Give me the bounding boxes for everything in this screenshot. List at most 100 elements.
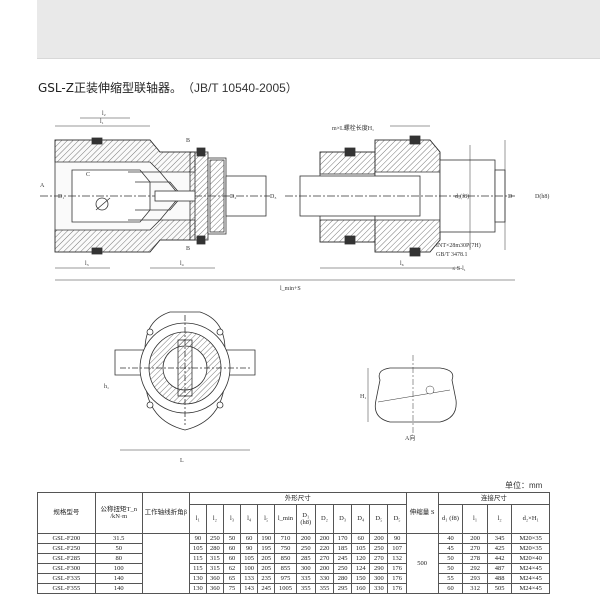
cell-dim-6: 355 [295, 583, 316, 594]
header-dim-1: l₂ [205, 504, 224, 534]
label-l4: l₄ [180, 261, 184, 267]
cell-torque: 50 [94, 543, 143, 554]
cell-conn-3: M24×45 [511, 573, 550, 584]
cell-torque: 140 [94, 573, 143, 584]
label-b-bottom: B [186, 246, 190, 252]
header-stroke: 伸缩量 S [405, 492, 439, 534]
label-h1-right: H₁ [360, 394, 366, 400]
header-conn-1: l₁ [462, 504, 488, 534]
cell-model: GSL-F285 [37, 553, 96, 564]
cell-dim-2: 62 [222, 563, 242, 574]
cell-conn-0: 45 [437, 543, 464, 554]
cell-dim-1: 315 [205, 563, 224, 574]
cell-dim-7: 270 [314, 553, 335, 564]
cell-dim-5: 855 [274, 563, 297, 574]
cell-model: GSL-F250 [37, 543, 96, 554]
cell-conn-3: M24×45 [511, 583, 550, 594]
header-model: 规格型号 [37, 492, 96, 534]
cell-conn-2: 488 [486, 573, 513, 584]
cell-dim-5: 750 [274, 543, 297, 554]
cell-dim-6: 250 [295, 543, 316, 554]
cell-dim-4: 195 [257, 543, 276, 554]
cell-dim-1: 360 [205, 573, 224, 584]
cell-dim-4: 205 [257, 553, 276, 564]
label-spline-standard: GB/T 3478.1 [436, 252, 468, 258]
title-text: GSL-Z正装伸缩型联轴器。 [38, 81, 182, 95]
cell-stroke: 500 [405, 533, 439, 594]
cell-dim-2: 75 [222, 583, 242, 594]
cell-dim-2: 50 [222, 533, 242, 544]
standard-text: （JB/T 10540-2005） [187, 81, 298, 95]
cell-dim-4: 245 [257, 583, 276, 594]
cell-conn-1: 312 [462, 583, 488, 594]
label-b-top: B [186, 138, 190, 144]
cell-dim-8: 185 [333, 543, 353, 554]
cell-dim-10: 270 [369, 553, 389, 564]
header-dim-6: D₁ (h8) [295, 504, 316, 534]
cell-dim-7: 200 [314, 563, 335, 574]
header-conn-2: l₂ [486, 504, 513, 534]
cell-dim-3: 90 [240, 543, 259, 554]
label-d: D [508, 194, 513, 200]
cell-dim-9: 150 [351, 573, 371, 584]
cell-model: GSL-F335 [37, 573, 96, 584]
header-dim-8: D₃ [333, 504, 353, 534]
cell-dim-6: 200 [295, 533, 316, 544]
unit-label: 单位：mm [505, 481, 543, 490]
cell-dim-0: 130 [188, 573, 207, 584]
cell-dim-6: 335 [295, 573, 316, 584]
cell-dim-11: 90 [387, 533, 407, 544]
cell-conn-3: M20×35 [511, 533, 550, 544]
cell-conn-1: 278 [462, 553, 488, 564]
label-d3h8: D(h8) [535, 193, 549, 200]
cell-dim-11: 132 [387, 553, 407, 564]
cell-dim-11: 176 [387, 563, 407, 574]
cell-dim-5: 1005 [274, 583, 297, 594]
header-dim-9: D₄ [351, 504, 371, 534]
cell-dim-7: 355 [314, 583, 335, 594]
spec-table: 规格型号 公称扭矩T_n /kN·m 工作轴线折角β 外形尺寸 伸缩量 S 连接… [37, 492, 551, 594]
cell-torque: 140 [94, 583, 143, 594]
cell-torque: 100 [94, 563, 143, 574]
cell-dim-9: 160 [351, 583, 371, 594]
cell-dim-7: 330 [314, 573, 335, 584]
cell-conn-1: 293 [462, 573, 488, 584]
label-lk: L [180, 458, 184, 464]
header-torque: 公称扭矩T_n /kN·m [94, 492, 143, 534]
header-dim-10: D₅ [369, 504, 389, 534]
cell-conn-2: 442 [486, 553, 513, 564]
header-dim-0: l₁ [188, 504, 207, 534]
header-dimensions: 外形尺寸 [188, 492, 407, 505]
label-d1h8: d₁(f8) [455, 193, 469, 200]
cell-dim-11: 107 [387, 543, 407, 554]
cell-conn-1: 270 [462, 543, 488, 554]
header-dim-11: D₅ [387, 504, 407, 534]
cell-model: GSL-F355 [37, 583, 96, 594]
cell-dim-2: 60 [222, 553, 242, 564]
cell-dim-8: 295 [333, 583, 353, 594]
cell-dim-0: 115 [188, 563, 207, 574]
cell-model: GSL-F300 [37, 563, 96, 574]
label-thread: m×L螺栓长度H₁ [332, 124, 374, 132]
label-d1: D₁ [58, 194, 64, 200]
header-dim-5: l_min [274, 504, 297, 534]
cell-dim-0: 105 [188, 543, 207, 554]
dimension-lines [55, 117, 515, 281]
cell-dim-8: 170 [333, 533, 353, 544]
cell-conn-3: M20×35 [511, 543, 550, 554]
cell-conn-0: 40 [437, 533, 464, 544]
cell-dim-3: 60 [240, 533, 259, 544]
label-lmin: l_min+S [280, 286, 301, 292]
header-dim-4: l₅ [257, 504, 276, 534]
cell-conn-0: 50 [437, 563, 464, 574]
cell-dim-8: 245 [333, 553, 353, 564]
cell-conn-1: 200 [462, 533, 488, 544]
cell-conn-2: 345 [486, 533, 513, 544]
cell-dim-10: 330 [369, 583, 389, 594]
header-band [37, 0, 600, 59]
